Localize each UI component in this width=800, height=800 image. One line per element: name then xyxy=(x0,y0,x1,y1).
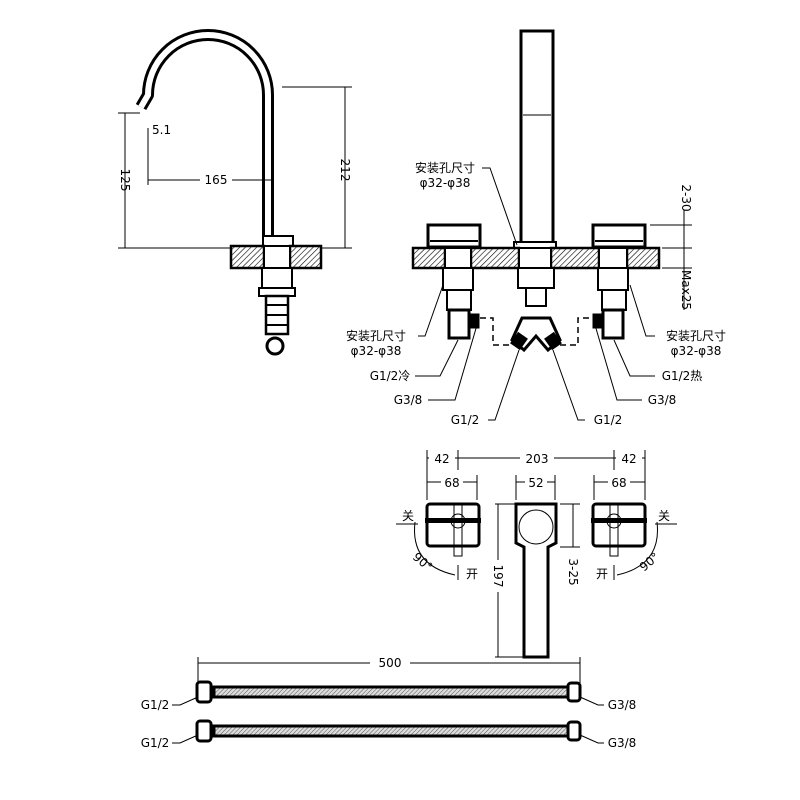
dim-spread: 203 xyxy=(526,452,549,466)
spout-collar xyxy=(262,235,294,247)
gooseneck-spout xyxy=(135,29,274,240)
right-hole-range: φ32-φ38 xyxy=(671,344,722,358)
right-closed-label: 关 xyxy=(658,509,670,523)
dim-total-height: 212 xyxy=(338,159,352,182)
right-angle-label: 90° xyxy=(637,550,662,574)
hose-1: G1/2 G3/8 xyxy=(141,680,637,712)
dim-left-offset: 42 xyxy=(434,452,449,466)
dim-hose-length: 500 xyxy=(379,656,402,670)
right-open-label: 开 xyxy=(596,567,608,581)
right-angle-valve xyxy=(601,308,625,340)
dim-outlet: 5.1 xyxy=(152,123,171,137)
deck-section-right xyxy=(288,244,323,270)
hose-2-left-thread: G1/2 xyxy=(141,736,170,750)
left-hole-range: φ32-φ38 xyxy=(351,344,402,358)
hose-ring xyxy=(265,336,285,356)
left-angle-valve xyxy=(447,308,471,340)
hose-2: G1/2 G3/8 xyxy=(141,719,637,750)
dim-right-offset: 42 xyxy=(621,452,636,466)
left-open-label: 开 xyxy=(466,567,478,581)
top-view: 42 203 42 68 68 52 关 开 xyxy=(396,450,677,659)
deck-section-left xyxy=(229,244,266,270)
hose-2-right-thread: G3/8 xyxy=(608,736,637,750)
hose-1-left-thread: G1/2 xyxy=(141,698,170,712)
right-valve-body xyxy=(597,267,629,291)
left-closed-label: 关 xyxy=(402,509,414,523)
hose-2-left-nut xyxy=(195,719,213,743)
dim-spout-width: 52 xyxy=(528,476,543,490)
hose-1-left-nut xyxy=(195,680,213,704)
dim-left-handle: 68 xyxy=(444,476,459,490)
left-angle-label: 90° xyxy=(410,550,435,574)
spout-column xyxy=(519,29,555,245)
dim-outlet-height: 125 xyxy=(118,169,132,192)
right-handle-top xyxy=(591,502,647,548)
hole-size-range: φ32-φ38 xyxy=(420,176,471,190)
hose-1-right-thread: G3/8 xyxy=(608,698,637,712)
hose-2-right-nut xyxy=(566,720,582,742)
left-outlet-label: G3/8 xyxy=(394,393,423,407)
right-hole-label: 安装孔尺寸 xyxy=(666,328,726,343)
left-handle xyxy=(426,223,482,249)
hose-1-right-nut xyxy=(566,681,582,703)
hoses: 500 G1/2 G3/8 G1/2 G3/8 xyxy=(141,656,637,750)
left-valve-body xyxy=(442,267,474,291)
cold-inlet-label: G1/2冷 xyxy=(370,369,411,383)
tee-right-label: G1/2 xyxy=(594,413,623,427)
left-hole-label: 安装孔尺寸 xyxy=(346,328,406,343)
dim-handle-height: 2-30 xyxy=(679,184,693,211)
dim-reach: 165 xyxy=(205,173,228,187)
mount-nut xyxy=(261,267,293,291)
right-outlet-label: G3/8 xyxy=(648,393,677,407)
dim-deck-thickness: Max25 xyxy=(679,270,693,310)
dim-right-handle: 68 xyxy=(611,476,626,490)
front-view: 安装孔尺寸 φ32-φ38 安装孔尺寸 φ32-φ38 安装孔尺寸 φ32-φ3… xyxy=(346,29,726,427)
right-handle xyxy=(591,223,647,249)
deck-section xyxy=(411,246,447,270)
dim-spout-head: 3-25 xyxy=(566,558,580,585)
tee-left-label: G1/2 xyxy=(451,413,480,427)
left-handle-top xyxy=(425,502,481,548)
hole-size-label: 安装孔尺寸 xyxy=(415,160,475,175)
dim-spout-length: 197 xyxy=(491,565,505,588)
hot-inlet-label: G1/2热 xyxy=(662,369,703,383)
spout-top xyxy=(514,502,558,659)
side-view: 125 212 165 5.1 xyxy=(118,29,352,356)
